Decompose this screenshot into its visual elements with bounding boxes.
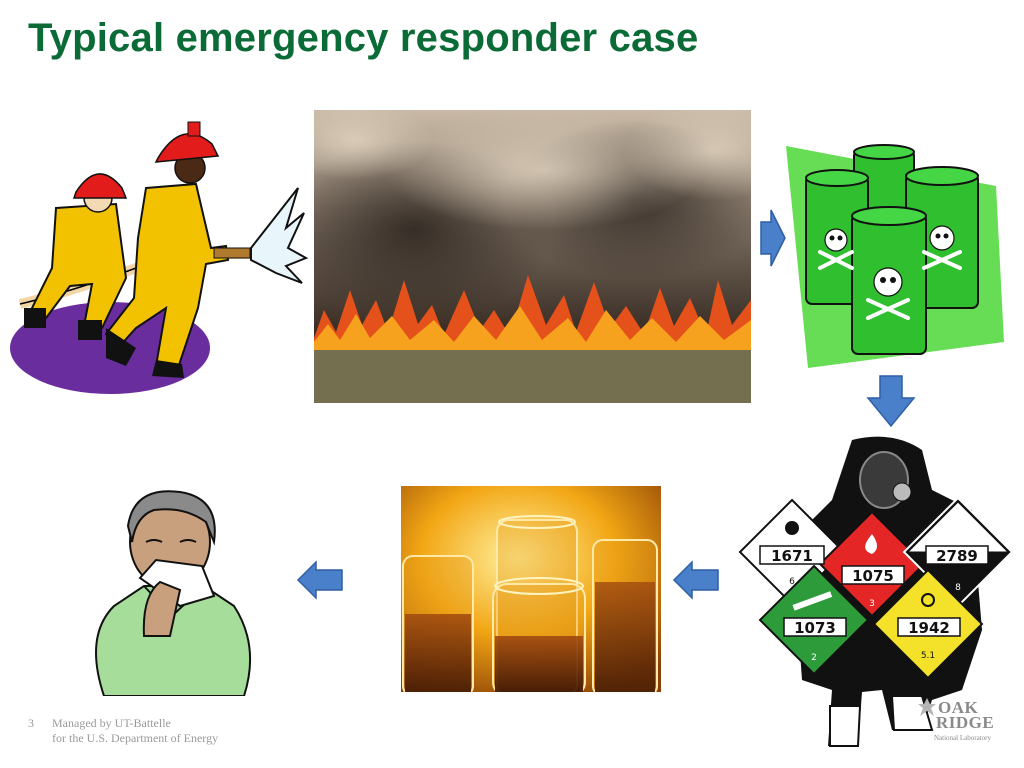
- footer-line-2: for the U.S. Department of Energy: [52, 731, 219, 745]
- toxic-barrels-illustration: [784, 142, 1006, 368]
- logo-line-2: RIDGE: [936, 713, 995, 732]
- arrow-down-icon: [866, 374, 916, 428]
- placard-class: 2: [811, 653, 817, 663]
- page-number: 3: [28, 716, 34, 730]
- leaf-icon: [918, 698, 936, 716]
- placard-number: 1942: [908, 619, 950, 637]
- placard-class: 8: [955, 583, 961, 593]
- slide-title: Typical emergency responder case: [28, 16, 699, 60]
- placard-number: 1073: [794, 619, 836, 637]
- logo-line-3: National Laboratory: [934, 734, 991, 742]
- arrow-right-icon: [759, 208, 787, 268]
- oak-ridge-logo: OAK RIDGE National Laboratory: [916, 696, 1008, 746]
- placard-class: 5.1: [921, 651, 935, 661]
- wildfire-photo: [314, 110, 751, 403]
- placard-number: 1075: [852, 567, 894, 585]
- placard-number: 2789: [936, 547, 978, 565]
- placard-class: 6: [789, 577, 795, 587]
- sick-person-illustration: [84, 486, 260, 696]
- placard-number: 1671: [771, 547, 813, 565]
- logo-line-1: OAK: [938, 698, 979, 717]
- firefighters-illustration: [6, 108, 308, 400]
- test-tubes-photo: [401, 486, 661, 692]
- hazmat-suit-illustration: 1671 1075 2789 1073 1942 6 3 8 2 5.1: [732, 430, 1020, 748]
- footer-line-1: Managed by UT-Battelle: [52, 716, 171, 730]
- arrow-left-icon: [672, 560, 720, 600]
- arrow-left-icon: [296, 560, 344, 600]
- placard-class: 3: [869, 599, 875, 609]
